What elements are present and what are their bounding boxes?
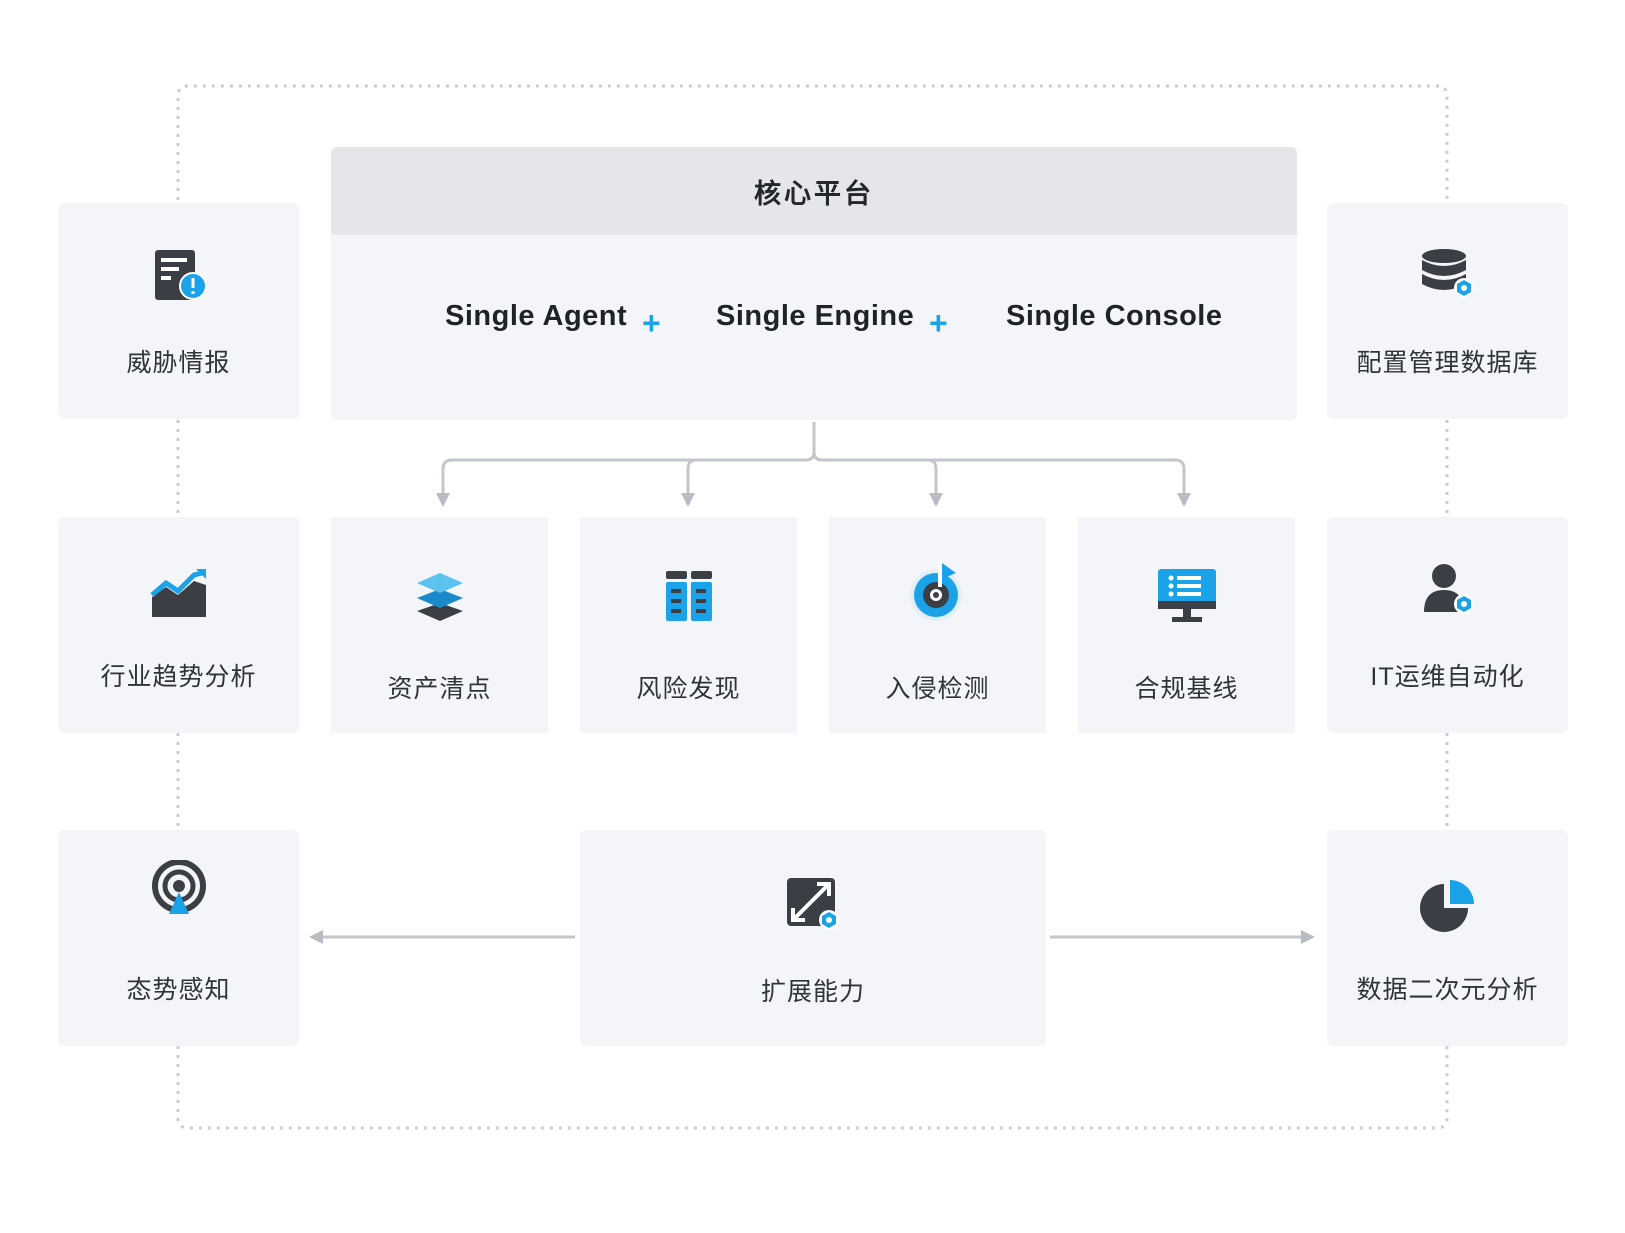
asset-inventory-label: 资产清点 bbox=[387, 675, 492, 703]
risk-discovery-label: 风险发现 bbox=[636, 675, 741, 703]
tree-branch-intrusion bbox=[927, 458, 943, 507]
card-cmdb[interactable]: 配置管理数据库 bbox=[1327, 203, 1568, 419]
situation-awareness-label: 态势感知 bbox=[126, 976, 231, 1004]
trend-chart-icon bbox=[149, 567, 208, 624]
card-asset-inventory[interactable]: 资产清点 bbox=[331, 517, 548, 733]
single-console-label: Single Console bbox=[1006, 300, 1223, 332]
plus-sign-1: + bbox=[642, 305, 661, 341]
card-compliance-baseline[interactable]: 合规基线 bbox=[1078, 517, 1295, 733]
database-icon bbox=[1420, 248, 1476, 309]
layers-icon bbox=[415, 567, 465, 628]
card-risk-discovery[interactable]: 风险发现 bbox=[580, 517, 797, 733]
card-industry-trend[interactable]: 行业趋势分析 bbox=[58, 517, 299, 733]
card-data-analysis[interactable]: 数据二次元分析 bbox=[1327, 830, 1568, 1046]
cmdb-label: 配置管理数据库 bbox=[1356, 349, 1539, 377]
card-it-ops[interactable]: IT运维自动化 bbox=[1327, 517, 1568, 733]
core-platform-title: 核心平台 bbox=[331, 147, 1297, 235]
data-analysis-label: 数据二次元分析 bbox=[1356, 976, 1539, 1004]
card-threat-intel[interactable]: 威胁情报 bbox=[58, 203, 299, 419]
plus-sign-2: + bbox=[929, 305, 948, 341]
tree-trunk bbox=[436, 422, 816, 507]
card-situation-awareness[interactable]: 态势感知 bbox=[58, 830, 299, 1046]
industry-trend-label: 行业趋势分析 bbox=[100, 663, 257, 691]
card-intrusion-detection[interactable]: 入侵检测 bbox=[829, 517, 1046, 733]
tree-branch-2 bbox=[812, 451, 1191, 507]
core-platform-body bbox=[331, 235, 1297, 420]
intrusion-detection-label: 入侵检测 bbox=[885, 675, 990, 703]
user-gear-icon bbox=[1420, 562, 1476, 623]
extension-label: 扩展能力 bbox=[760, 978, 865, 1006]
monitor-checklist-icon bbox=[1156, 567, 1218, 632]
it-ops-label: IT运维自动化 bbox=[1370, 663, 1525, 691]
tree-branch-risk bbox=[681, 458, 697, 507]
expand-arrows-icon bbox=[785, 876, 841, 937]
single-engine-label: Single Engine bbox=[716, 300, 915, 332]
threat-intel-label: 威胁情报 bbox=[126, 349, 231, 377]
bottom-dotted-loop bbox=[176, 1046, 1449, 1130]
threat-report-icon bbox=[151, 248, 207, 309]
target-icon bbox=[906, 559, 970, 628]
outer-dotted-loop bbox=[176, 84, 1449, 200]
server-rack-icon bbox=[664, 569, 714, 628]
pie-chart-icon bbox=[1419, 878, 1476, 939]
card-extension[interactable]: 扩展能力 bbox=[580, 830, 1046, 1046]
radar-signal-icon bbox=[151, 859, 207, 921]
compliance-baseline-label: 合规基线 bbox=[1134, 675, 1239, 703]
single-agent-label: Single Agent bbox=[445, 300, 628, 332]
